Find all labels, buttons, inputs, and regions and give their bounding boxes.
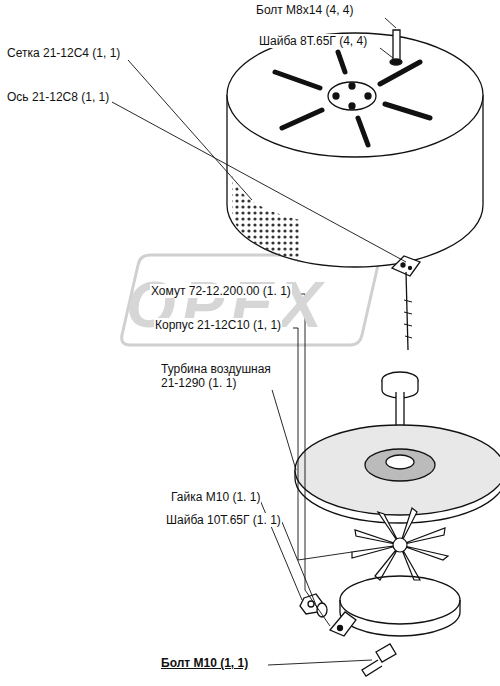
impeller [352,508,448,580]
nut-washer-bolt [300,594,396,676]
part-label: Корпус 21-12С10 (1, 1) [154,318,282,332]
part-label: Болт М10 (1, 1) [160,656,249,670]
part-label: Турбина воздушная 21-1290 (1. 1) [160,362,280,390]
watermark-frame [122,255,379,345]
part-label: Болт М8х14 (4, 4) [255,3,354,17]
filter-housing [227,30,483,267]
clamp [330,576,460,636]
part-label: Шайба 10Т.65Г (1. 1) [165,513,282,527]
leader-lines [112,18,406,665]
part-label: Шайба 8Т.65Г (4, 4) [258,34,368,48]
axle [392,256,420,350]
part-label: Сетка 21-12С4 (1, 1) [6,46,121,60]
air-turbine [295,372,500,523]
part-label: Гайка М10 (1. 1) [170,490,261,504]
part-label: Ось 21-12С8 (1, 1) [6,90,110,104]
part-label: Хомут 72-12.200.00 (1. 1) [150,284,292,298]
